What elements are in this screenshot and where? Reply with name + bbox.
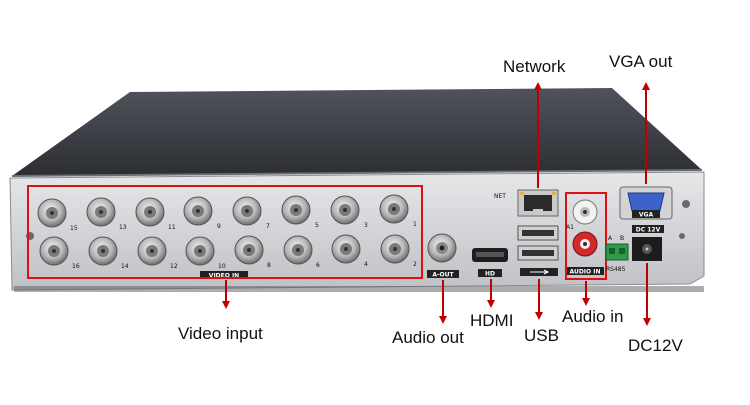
rs485-a-label: A [608, 235, 613, 242]
a-out-label-bg [427, 270, 459, 278]
vga-label-bg [632, 210, 660, 218]
a1-label: A1 [566, 224, 574, 231]
bnc-connector-group [37, 194, 410, 266]
vga-out-label: VGA out [609, 52, 673, 71]
hdmi-label: HDMI [470, 311, 514, 330]
channel-number: 14 [121, 263, 129, 270]
chassis-bottom-shadow [14, 286, 704, 292]
channel-number: 10 [218, 263, 226, 270]
dc-power-jack [632, 237, 662, 261]
channel-number: 11 [168, 224, 176, 231]
bnc-connector [185, 236, 215, 266]
a-out-label: A-OUT [432, 272, 454, 279]
usb-symbol-icon [530, 269, 550, 275]
audio-in-highlight [565, 192, 607, 280]
network-label: Network [503, 57, 566, 76]
bnc-connector [330, 195, 360, 225]
audio-in-white-rca [572, 199, 598, 225]
network-port [517, 189, 559, 217]
bnc-connector [380, 234, 410, 264]
channel-number: 16 [72, 263, 80, 270]
bnc-connector [135, 197, 165, 227]
bnc-connector [283, 235, 313, 265]
bnc-connector [88, 236, 118, 266]
bnc-connector [379, 194, 409, 224]
net-label: NET [494, 193, 506, 200]
channel-number: 2 [413, 261, 417, 268]
channel-number: 12 [170, 263, 178, 270]
video-input-highlight [27, 185, 423, 279]
bnc-connector [86, 197, 116, 227]
channel-number: 13 [119, 224, 127, 231]
bnc-connector [331, 234, 361, 264]
bnc-connector [232, 196, 262, 226]
audio-in-label-callout: Audio in [562, 307, 624, 326]
bnc-connector [137, 236, 167, 266]
bnc-connector [234, 235, 264, 265]
audio-in-label-bg [566, 267, 604, 275]
dc12v-label: DC12V [628, 336, 683, 355]
screw-right-bottom-icon [679, 233, 685, 239]
usb-label: USB [524, 326, 559, 345]
channel-number: 5 [315, 222, 319, 229]
bnc-connector [281, 195, 311, 225]
channel-number: 15 [70, 225, 78, 232]
channel-numbers-bottom: 16 14 12 10 8 6 4 2 [72, 261, 417, 270]
channel-numbers-top: 15 13 11 9 7 5 3 1 [70, 221, 417, 232]
rs485-label: RS485 [606, 266, 626, 273]
audio-in-red-rca [572, 231, 598, 257]
dc-label: DC 12V [636, 227, 661, 234]
video-input-label: Video input [178, 324, 263, 343]
hdmi-port [472, 248, 508, 262]
chassis-top-edge [11, 169, 703, 177]
channel-number: 3 [364, 222, 368, 229]
usb-port-top [517, 225, 559, 241]
usb-port-bottom [517, 245, 559, 261]
bnc-connector [37, 198, 67, 228]
video-in-label-bg [200, 271, 248, 279]
dc-label-bg [632, 225, 664, 233]
video-in-label: VIDEO IN [209, 273, 239, 280]
hd-label-bg [478, 269, 502, 277]
vga-label: VGA [639, 212, 654, 219]
channel-number: 4 [364, 261, 368, 268]
channel-number: 1 [413, 221, 417, 228]
rs485-terminal [605, 243, 629, 261]
channel-number: 9 [217, 223, 221, 230]
audio-out-label: Audio out [392, 328, 464, 347]
hd-label: HD [485, 271, 495, 278]
rs485-b-label: B [620, 235, 624, 242]
chassis-top [12, 88, 702, 176]
bnc-connector [39, 236, 69, 266]
bnc-connector [183, 196, 213, 226]
channel-number: 7 [266, 223, 270, 230]
channel-number: 8 [267, 262, 271, 269]
audio-in-label: AUDIO IN [570, 269, 601, 276]
audio-out-rca-connector [427, 233, 457, 263]
screw-right-top-icon [682, 200, 690, 208]
channel-number: 6 [316, 262, 320, 269]
